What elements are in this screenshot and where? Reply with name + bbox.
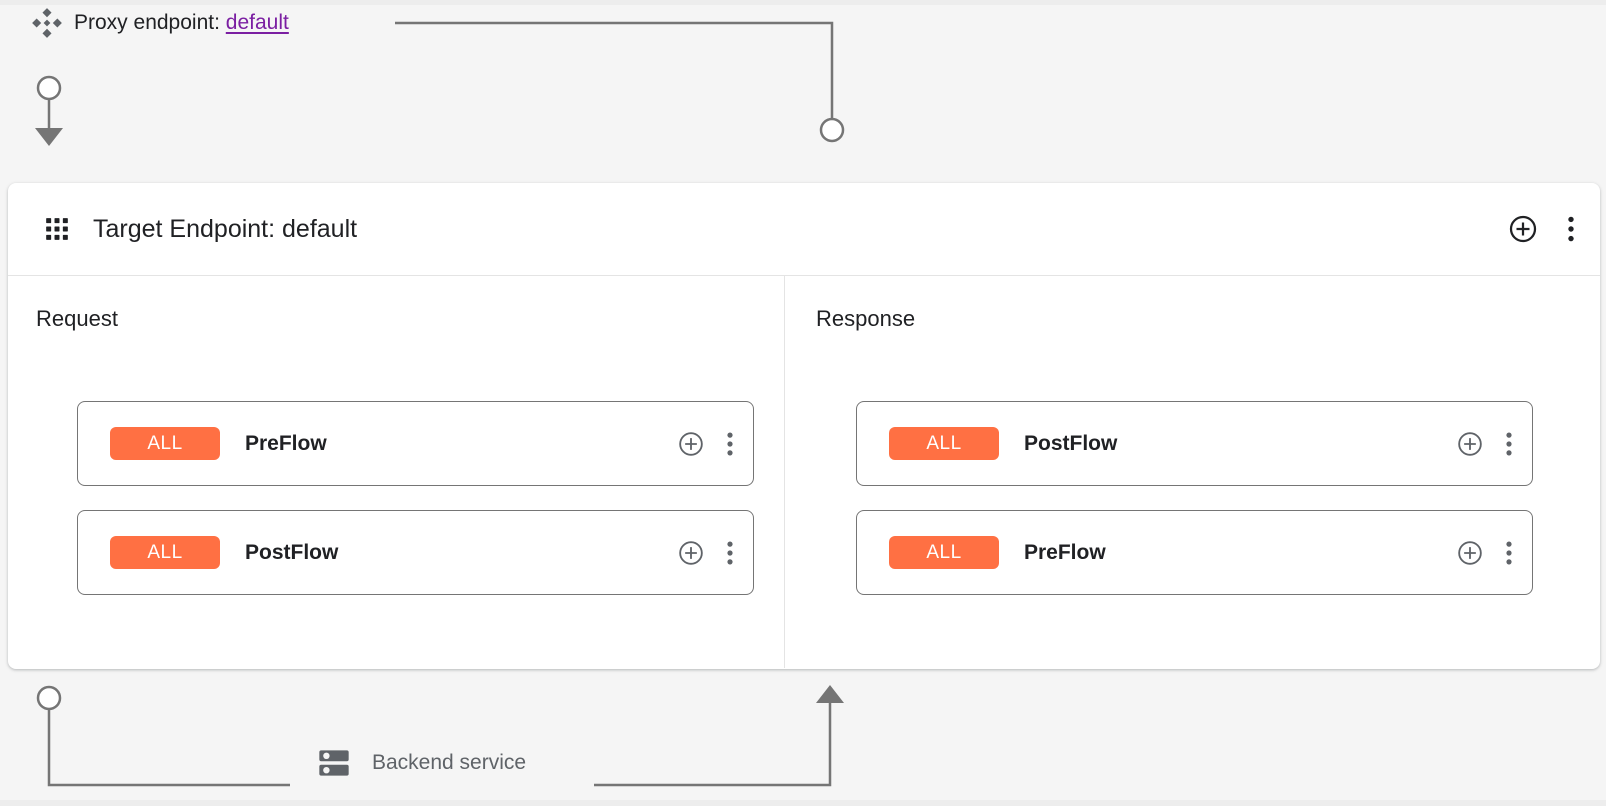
flow-card[interactable]: ALL PostFlow	[856, 401, 1533, 486]
backend-service[interactable]: Backend service	[318, 748, 526, 778]
add-circle-icon[interactable]	[1457, 431, 1483, 457]
flow-card-name: PostFlow	[1024, 431, 1118, 455]
connector-target-to-backend	[47, 710, 290, 787]
flow-card-actions	[1457, 540, 1512, 566]
proxy-endpoint-header: Proxy endpoint: default	[30, 6, 289, 40]
flow-card[interactable]: ALL PreFlow	[856, 510, 1533, 595]
add-circle-icon[interactable]	[678, 540, 704, 566]
flow-card-actions	[1457, 431, 1512, 457]
flow-card-name: PostFlow	[245, 540, 339, 564]
status-badge: ALL	[889, 536, 999, 569]
proxy-endpoint-title: Proxy endpoint: default	[74, 6, 289, 40]
backend-service-label: Backend service	[372, 751, 527, 774]
proxy-diamond-icon	[32, 8, 62, 38]
target-endpoint-panel: Target Endpoint: default Request ALL	[8, 183, 1600, 669]
flow-card-name: PreFlow	[1024, 540, 1106, 564]
panel-title: Target Endpoint: default	[93, 214, 358, 243]
request-column: Request ALL PreFlow	[8, 276, 785, 668]
bottom-edge-strip	[0, 800, 1606, 806]
connector-node-proxy-out	[819, 117, 845, 143]
add-circle-icon[interactable]	[1508, 214, 1538, 244]
response-column: Response ALL PostFlow	[785, 276, 1600, 668]
response-column-label: Response	[816, 306, 916, 331]
server-rack-icon	[319, 750, 349, 776]
flow-card[interactable]: ALL PostFlow	[77, 510, 754, 595]
more-vert-icon[interactable]	[1506, 432, 1512, 456]
flow-card-actions	[678, 540, 733, 566]
arrowhead-proxy-down	[35, 128, 63, 146]
more-vert-icon[interactable]	[727, 541, 733, 565]
connector-backend-to-target	[594, 703, 832, 787]
apps-grid-icon	[46, 218, 68, 240]
status-badge: ALL	[110, 536, 220, 569]
connector-node-request-in	[36, 75, 62, 101]
more-vert-icon[interactable]	[1506, 541, 1512, 565]
flow-card-actions	[678, 431, 733, 457]
connector-node-target-out	[36, 685, 62, 711]
flow-card[interactable]: ALL PreFlow	[77, 401, 754, 486]
status-badge: ALL	[110, 427, 220, 460]
panel-header-actions	[1508, 214, 1574, 244]
add-circle-icon[interactable]	[678, 431, 704, 457]
proxy-endpoint-link[interactable]: default	[225, 11, 289, 34]
top-edge-strip	[0, 0, 1606, 5]
connector-proxy-to-target	[395, 21, 834, 120]
target-endpoint-header: Target Endpoint: default	[8, 183, 1600, 276]
proxy-endpoint-label: Proxy endpoint:	[74, 11, 220, 34]
status-badge: ALL	[889, 427, 999, 460]
flow-card-name: PreFlow	[245, 431, 327, 455]
add-circle-icon[interactable]	[1457, 540, 1483, 566]
arrowhead-backend-up	[816, 685, 844, 703]
flow-columns: Request ALL PreFlow	[8, 276, 1600, 668]
request-column-label: Request	[36, 306, 118, 331]
more-vert-icon[interactable]	[727, 432, 733, 456]
more-vert-icon[interactable]	[1568, 216, 1574, 242]
